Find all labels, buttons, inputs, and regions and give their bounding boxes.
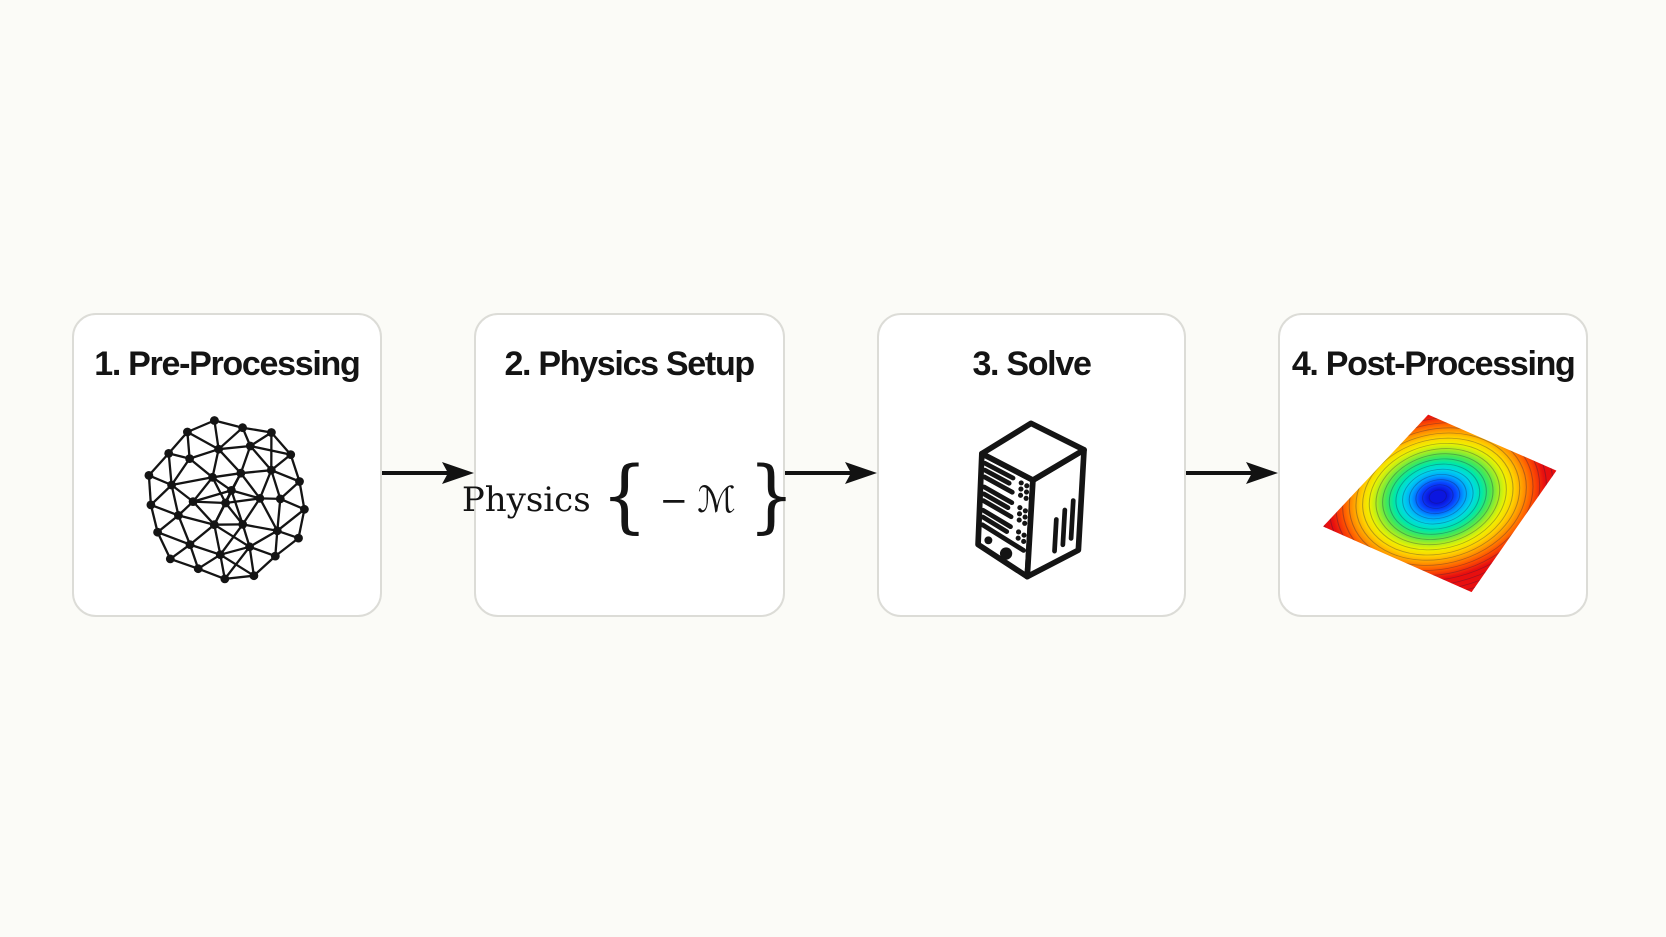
workflow-diagram: 1. Pre-Processing 2. Physics Setup Physi…	[72, 313, 1589, 617]
arrow-right-icon	[1186, 462, 1279, 484]
server-icon	[974, 420, 1087, 579]
equation-symbol: ℳ	[697, 480, 736, 521]
flow-arrow-3	[1186, 313, 1279, 617]
contour-plot-icon	[1323, 414, 1557, 593]
equation-word: Physics	[461, 479, 591, 520]
step-title: 4. Post-Processing	[1291, 345, 1576, 383]
step-card-solve: 3. Solve	[876, 313, 1187, 617]
step-title: 1. Pre-Processing	[94, 345, 360, 383]
mesh-sphere-icon	[144, 415, 309, 583]
step-card-post-processing: 4. Post-Processing	[1278, 313, 1589, 617]
step-title: 2. Physics Setup	[504, 345, 755, 383]
flow-arrow-1	[381, 313, 474, 617]
arrow-right-icon	[784, 462, 877, 484]
flow-arrow-2	[784, 313, 877, 617]
step-card-physics-setup: 2. Physics Setup Physics { − ℳ }	[462, 313, 794, 617]
arrow-right-icon	[381, 462, 474, 484]
step-title: 3. Solve	[972, 345, 1091, 383]
equation-open-brace: {	[600, 448, 648, 542]
step-card-pre-processing: 1. Pre-Processing	[72, 313, 382, 617]
equation-close-brace: }	[747, 448, 795, 542]
equation-operator: −	[659, 480, 689, 521]
physics-equation: Physics { − ℳ }	[461, 455, 797, 535]
